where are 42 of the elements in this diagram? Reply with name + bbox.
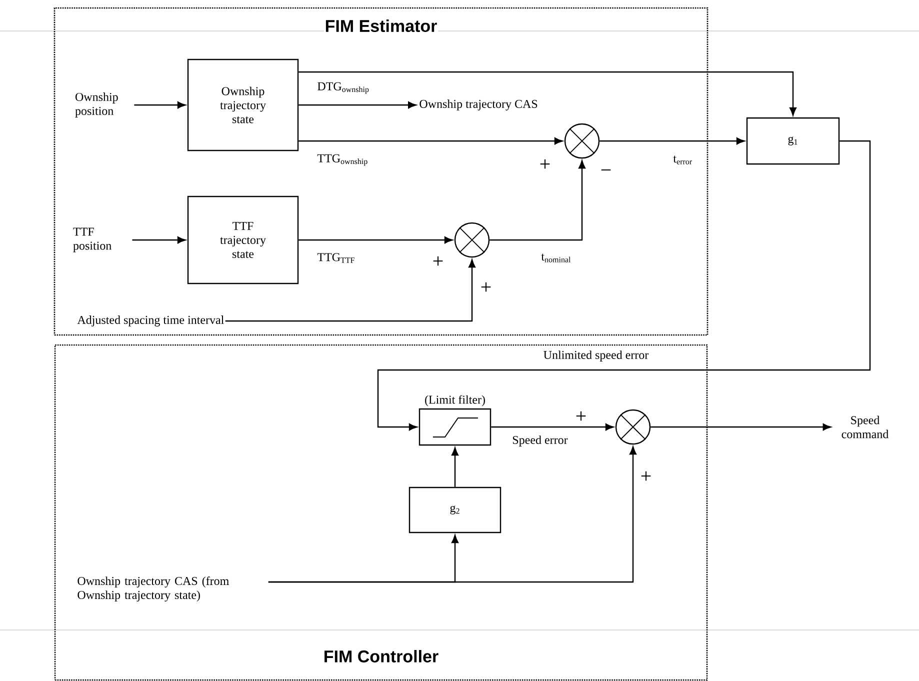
arrow bbox=[650, 423, 832, 431]
arrow bbox=[491, 423, 614, 431]
input-label: TTF position bbox=[73, 228, 112, 252]
arrow bbox=[490, 160, 586, 241]
arrow bbox=[451, 447, 459, 487]
edge-label: t$_{nominal}$ bbox=[540, 252, 572, 264]
block-box: TTF trajectory state bbox=[187, 196, 299, 284]
edge-label: t$_{error}$ bbox=[672, 154, 694, 166]
node-label: (Limit filter) bbox=[425, 395, 485, 406]
block-box: Ownship trajectory state bbox=[187, 58, 299, 152]
edge-label: TTG$_{TTF}$ bbox=[316, 252, 356, 264]
block-box: g$_{1}$ bbox=[746, 117, 840, 165]
edge-label: Unlimited speed error bbox=[542, 350, 650, 362]
arrow bbox=[377, 140, 871, 431]
arrow bbox=[298, 71, 797, 116]
sign-label: + bbox=[641, 471, 651, 481]
block-box: g$_{2}$ bbox=[408, 486, 502, 534]
arrow bbox=[298, 101, 416, 109]
arrow bbox=[132, 236, 186, 244]
sign-label: + bbox=[481, 282, 491, 292]
input-label: Ownship trajectory CAS bbox=[420, 100, 538, 110]
sign-label: + bbox=[576, 411, 586, 421]
limit-filter-box: (Limit filter) bbox=[418, 395, 492, 446]
arrow bbox=[225, 259, 476, 322]
edge-label: Speed error bbox=[511, 434, 569, 448]
sign-label: − bbox=[601, 169, 611, 170]
sign-label: + bbox=[433, 256, 443, 266]
arrow bbox=[134, 101, 186, 109]
input-label: Speed command bbox=[842, 416, 889, 438]
sign-label: + bbox=[540, 159, 550, 169]
arrow bbox=[600, 137, 745, 145]
arrow bbox=[298, 137, 563, 145]
summing-junction bbox=[564, 123, 600, 159]
edge-label: TTG$_{ownship}$ bbox=[316, 153, 370, 167]
summing-junction bbox=[615, 409, 651, 445]
edge-label: DTG$_{ownship}$ bbox=[316, 81, 370, 95]
summing-junction bbox=[454, 222, 490, 258]
arrow bbox=[268, 446, 637, 583]
input-label: Adjusted spacing time interval bbox=[77, 316, 224, 326]
arrow bbox=[298, 236, 453, 244]
input-label: Ownship position bbox=[75, 92, 118, 118]
input-label: Ownship trajectory CAS (from Ownship trajectory state) bbox=[78, 576, 229, 602]
